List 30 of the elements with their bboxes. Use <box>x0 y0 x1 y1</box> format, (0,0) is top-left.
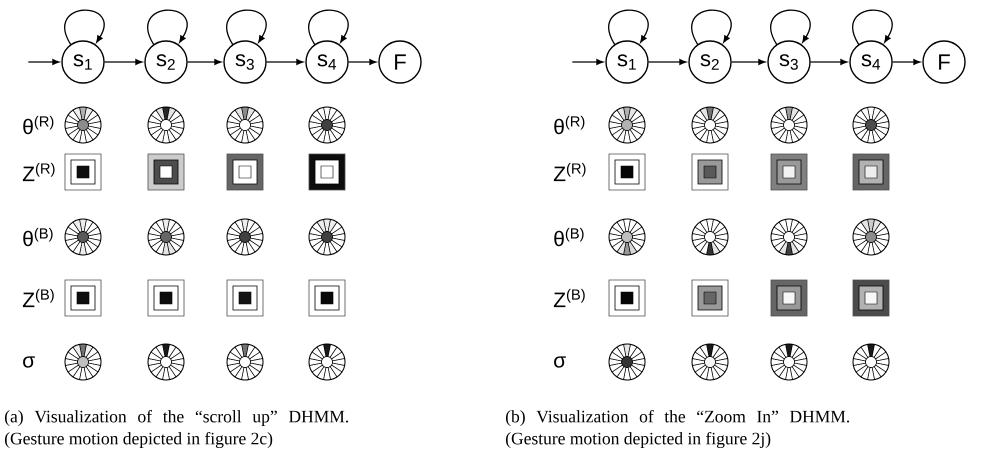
caption: (b) Visualization of the “Zoom In” DHMM. (Gesture motion depicted in figure 2j) <box>506 410 850 448</box>
arrow <box>810 59 848 65</box>
row-label: Z$^{(R)}$ <box>554 162 586 182</box>
self-loop-arrow <box>64 10 104 44</box>
arrow <box>572 59 604 65</box>
self-loop-arrow <box>770 10 810 44</box>
self-loop-arrow <box>308 10 348 44</box>
arrow <box>28 59 60 65</box>
self-loop-arrow <box>691 10 732 44</box>
arrow <box>648 59 686 65</box>
self-loop-arrow <box>147 10 188 44</box>
arrow <box>348 59 376 65</box>
self-loop-arrow <box>226 10 266 44</box>
row-label: θ$^{(R)}$ <box>554 116 584 134</box>
row-label: Z$^{(R)}$ <box>22 162 55 182</box>
arrow <box>104 59 142 65</box>
row-label: θ$^{(R)}$ <box>23 116 54 134</box>
self-loop-arrow <box>608 10 648 44</box>
arrow <box>892 59 920 65</box>
self-loop-arrow <box>852 10 892 44</box>
arrow <box>732 59 766 65</box>
row-label: σ <box>23 356 35 368</box>
row-label: θ$^{(B)}$ <box>23 228 53 246</box>
arrow <box>266 59 304 65</box>
row-label: σ <box>554 356 566 368</box>
caption: (a) Visualization of the “scroll up” DHMM. (Gesture motion depicted in figure 2c) <box>4 410 348 448</box>
row-label: Z$^{(B)}$ <box>554 288 585 308</box>
row-label: Z$^{(B)}$ <box>22 288 54 308</box>
arrow <box>188 59 222 65</box>
row-label: θ$^{(B)}$ <box>554 228 584 246</box>
